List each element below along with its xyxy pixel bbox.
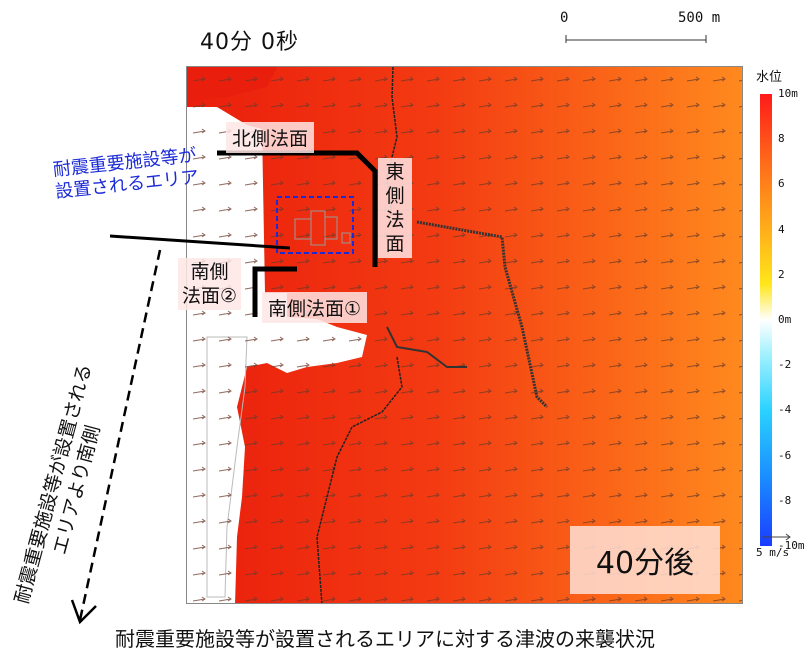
south-slope-1-label: 南側法面① xyxy=(262,292,368,323)
vector-legend-arrow xyxy=(762,533,791,541)
legend-tick: -6 xyxy=(778,448,792,462)
vector-legend-label: 5 m/s xyxy=(756,546,790,559)
legend-tick: -4 xyxy=(778,403,792,417)
south-slope-2-line2: 法面② xyxy=(182,285,238,307)
south-arrow xyxy=(70,249,162,625)
south-boundary-line xyxy=(109,234,290,250)
legend-tick: 4 xyxy=(778,222,785,236)
time-label: 40分 0秒 xyxy=(200,30,299,55)
figure-caption: 耐震重要施設等が設置されるエリアに対する津波の来襲状況 xyxy=(115,627,655,651)
north-east-slope-line xyxy=(217,150,378,267)
south-slope-1-line xyxy=(252,266,297,317)
east-slope-label: 東側法面 xyxy=(378,158,412,258)
south-slope-2-line1: 南側 xyxy=(190,261,229,283)
water-level-legend: 水位 10m 8 6 4 2 0m -2 -4 -6 -8 -10m xyxy=(756,66,806,552)
elapsed-time-box: 40分後 xyxy=(570,526,720,594)
vector-legend: 5 m/s xyxy=(756,530,808,570)
tsunami-map xyxy=(186,66,743,604)
tsunami-map-canvas xyxy=(187,67,742,603)
scale-end-label: 500 m xyxy=(678,10,721,26)
legend-tick: -2 xyxy=(778,358,792,372)
north-slope-label: 北側法面 xyxy=(226,122,315,153)
facility-area-outline xyxy=(276,196,354,254)
legend-colorbar xyxy=(760,94,772,546)
legend-tick: 2 xyxy=(778,267,785,281)
legend-tick: -10m xyxy=(778,539,805,552)
legend-tick: 10m xyxy=(778,87,798,100)
scale-bar-line xyxy=(565,35,707,43)
scale-start-label: 0 xyxy=(560,10,569,26)
facility-area-label: 耐震重要施設等が 設置されるエリア xyxy=(52,145,200,204)
legend-tick: 6 xyxy=(778,177,785,191)
scale-bar: 0 500 m xyxy=(560,10,750,50)
legend-tick: -8 xyxy=(778,493,792,507)
legend-tick: 8 xyxy=(778,132,785,146)
south-slope-2-label: 南側 法面② xyxy=(178,258,242,310)
legend-title: 水位 xyxy=(756,70,783,85)
legend-tick: 0m xyxy=(778,313,792,326)
